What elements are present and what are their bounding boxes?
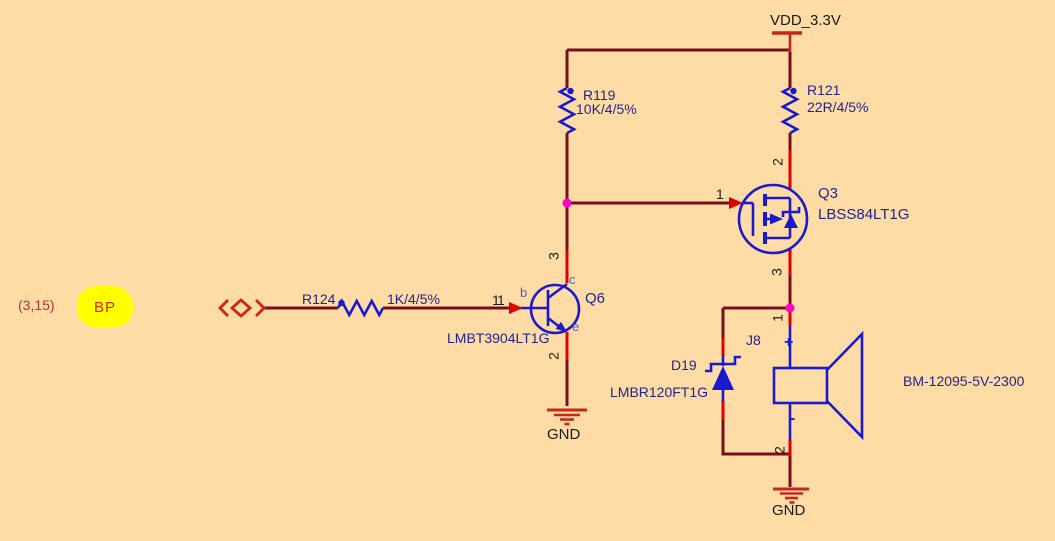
j8-pin1-number: 1 — [769, 314, 786, 322]
j8-horn-icon — [826, 330, 864, 441]
q3-designator: Q3 — [818, 185, 839, 202]
q6-part-number: LMBT3904LT1G — [447, 330, 550, 346]
q3-body-diode-bar-icon — [781, 207, 801, 217]
wires[interactable] — [262, 48, 792, 487]
j8-coil-box-icon — [772, 366, 829, 405]
q3-part-number: LBSS84LT1G — [818, 206, 910, 223]
j8-part-number: BM-12095-5V-2300 — [903, 373, 1025, 389]
bp-net-badge-label: BP — [93, 298, 116, 316]
j8-pin2-number: 2 — [771, 446, 788, 454]
j8-plus-mark: + — [784, 334, 794, 351]
r124-value: 1K/4/5% — [387, 291, 440, 307]
buzzer-j8[interactable] — [772, 326, 864, 441]
mosfet-q3[interactable] — [737, 183, 809, 255]
junction-dot-buzzer — [785, 303, 795, 313]
coordinate-readout: (3,15) — [18, 297, 55, 313]
q3-pin3-number: 3 — [768, 268, 785, 276]
r121-designator: R121 — [807, 82, 841, 98]
d19-anode-triangle-icon — [712, 366, 734, 390]
transistor-q6[interactable] — [521, 282, 581, 335]
wire-d19-bottom[interactable] — [721, 419, 790, 456]
gnd-label-bottom: GND — [772, 502, 806, 519]
bp-port-symbol[interactable] — [218, 298, 266, 318]
resistor-r119[interactable] — [557, 86, 577, 135]
q6-base-arrow-icon — [509, 302, 523, 314]
q6-pin-name-base: b — [520, 285, 528, 300]
q6-pin2-number: 2 — [545, 352, 562, 360]
j8-minus-mark: - — [790, 410, 796, 427]
d19-designator: D19 — [671, 357, 697, 373]
q3-pin2-number: 2 — [769, 158, 786, 166]
junction-dot-gate — [562, 198, 572, 208]
diode-d19[interactable] — [705, 355, 741, 401]
d19-part-number: LMBR120FT1G — [610, 384, 709, 400]
port-diamond-icon — [229, 298, 253, 318]
q6-pin-name-collector: c — [569, 272, 576, 287]
r124-pin1-number: 1 — [492, 292, 500, 308]
vdd-net-label: VDD_3.3V — [770, 12, 841, 29]
q6-pin3-number: 3 — [545, 252, 562, 260]
q3-pin1-number: 1 — [716, 186, 724, 202]
gnd-label-left: GND — [547, 426, 581, 443]
q3-channel-arrow-icon — [770, 213, 783, 225]
gnd-symbol-left[interactable] — [547, 408, 587, 426]
resistor-r124[interactable] — [336, 298, 385, 318]
bp-net-badge[interactable]: BP — [77, 286, 133, 328]
j8-designator: J8 — [746, 332, 761, 348]
q6-emitter-arrow-icon — [555, 321, 567, 332]
q3-body-diode-icon — [784, 214, 798, 228]
port-right-chevron-icon — [255, 299, 266, 317]
port-left-chevron-icon — [218, 299, 229, 317]
vdd-power-symbol[interactable] — [772, 31, 802, 52]
q6-pin1-number: 1 — [497, 292, 505, 308]
q3-gate-arrow-icon — [729, 197, 743, 209]
r121-value: 22R/4/5% — [807, 99, 869, 115]
gnd-symbol-bottom[interactable] — [773, 487, 809, 504]
q6-pin-name-emitter: e — [572, 319, 580, 334]
r119-designator: R119 — [583, 87, 616, 103]
q6-designator: Q6 — [585, 290, 606, 307]
r119-value: 10K/4/5% — [576, 101, 637, 117]
d19-cathode-bar-icon — [705, 355, 741, 373]
resistor-r121[interactable] — [780, 86, 800, 135]
r124-designator: R124 — [302, 291, 336, 307]
